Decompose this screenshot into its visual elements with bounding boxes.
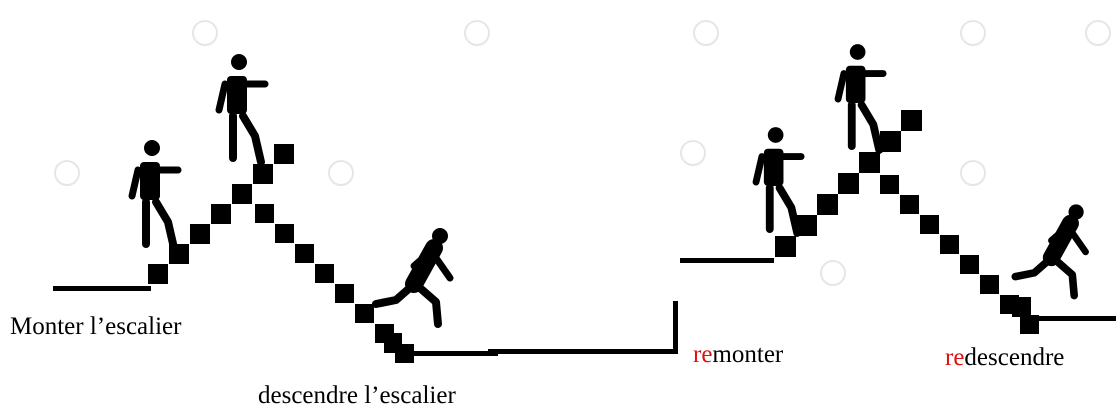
torso [140,162,160,200]
ground-line [680,258,774,263]
stair-step [900,195,919,214]
ground-line [1030,316,1116,321]
ground-line [488,349,676,354]
leg [780,188,798,233]
stair-step [275,224,294,243]
redescendre-rest: descendre [964,344,1064,371]
label-remonter: remonter [693,342,783,367]
stair-step [920,215,939,234]
leg [1057,261,1074,295]
label-redescendre: redescendre [945,345,1064,370]
ground-line [53,286,151,291]
stair-step [211,204,231,224]
stair-step [295,244,314,263]
running-down-figure [376,228,450,324]
arm [219,84,225,110]
stair-step [775,236,796,257]
head [231,54,247,70]
walking-up-figure [838,44,883,150]
stair-step [335,284,354,303]
walking-up-figure [132,140,178,248]
stair-step [859,152,880,173]
leg [243,116,261,162]
stair-step [148,264,168,284]
arm [132,170,138,196]
stair-step [190,224,210,244]
stair-step [940,235,959,254]
label-monter: Monter l’escalier [10,314,181,339]
arm [436,258,450,278]
head [768,127,784,143]
torso [227,76,247,114]
torso [764,149,784,186]
ground-line [673,301,678,354]
head [144,140,160,156]
stair-step [255,204,274,223]
stair-step [1012,297,1031,317]
leg [376,286,412,304]
stair-step [838,173,859,194]
stair-step [315,264,334,283]
leg [420,288,438,324]
stair-step [901,110,922,131]
prefix-re: re [693,341,712,368]
leg [156,202,174,248]
stair-step [274,144,294,164]
stair-step [880,131,901,152]
leg [862,105,880,150]
stair-step [980,275,999,294]
stair-step [1020,315,1039,334]
ground-line [402,351,498,356]
stair-step [355,304,374,323]
head [850,44,866,60]
leg [1015,260,1049,277]
label-descendre: descendre l’escalier [258,383,456,408]
remonter-rest: monter [712,341,783,368]
running-down-figure [1015,204,1085,295]
stair-steps [148,110,1039,363]
arm [838,74,844,99]
stair-step [817,194,838,215]
prefix-re: re [945,344,964,371]
stair-step [880,175,899,194]
ground-lines [53,258,1116,356]
stair-step [232,184,252,204]
arm [1072,233,1085,252]
stair-step [384,333,402,353]
torso [846,66,866,103]
walking-up-figure [219,54,265,162]
stair-step [960,255,979,274]
walking-up-figure [756,127,801,233]
figures [132,44,1086,324]
stair-step [253,164,273,184]
arm [756,157,762,182]
